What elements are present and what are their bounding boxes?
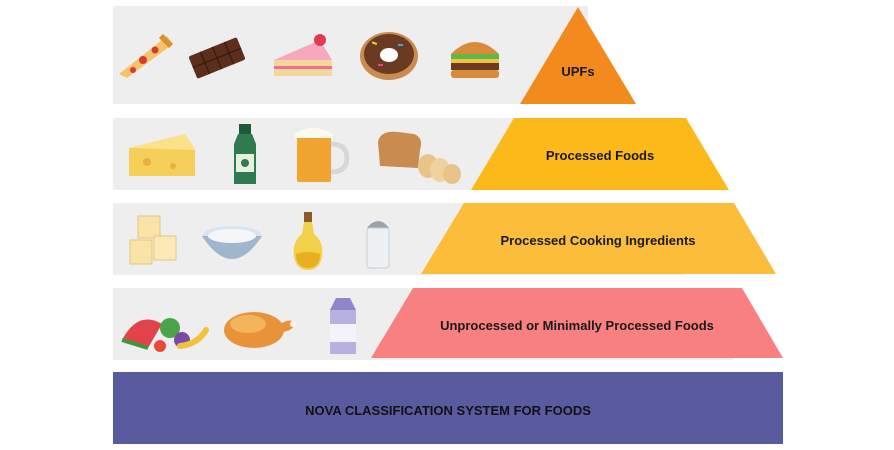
tier-label-unprocessed-foods: Unprocessed or Minimally Processed Foods bbox=[440, 318, 714, 333]
pizza-slice-icon bbox=[119, 34, 173, 78]
cake-slice-icon bbox=[274, 34, 332, 76]
chocolate-bar-icon bbox=[189, 37, 245, 79]
bowl-icon bbox=[202, 226, 262, 259]
salt-shaker-icon bbox=[366, 221, 390, 269]
tier-shape-upfs bbox=[520, 7, 636, 104]
milk-carton-icon bbox=[330, 298, 356, 354]
oil-bottle-icon bbox=[293, 212, 323, 270]
base-label: NOVA CLASSIFICATION SYSTEM FOR FOODS bbox=[305, 403, 591, 418]
tier-label-processed-cooking-ingredients: Processed Cooking Ingredients bbox=[500, 233, 696, 248]
nova-base-bar bbox=[113, 372, 783, 444]
butter-cubes-icon bbox=[129, 215, 177, 265]
burger-icon bbox=[451, 42, 499, 78]
roast-chicken-icon bbox=[224, 312, 296, 348]
bread-loaf-icon bbox=[378, 131, 461, 184]
donut-icon bbox=[360, 32, 418, 80]
tier-band-upfs bbox=[113, 6, 588, 104]
tier-label-upfs: UPFs bbox=[561, 64, 595, 79]
cheese-icon bbox=[129, 134, 195, 176]
sauce-bottle-icon bbox=[234, 124, 256, 184]
tier-label-processed-foods: Processed Foods bbox=[545, 148, 655, 163]
beer-mug-icon bbox=[295, 128, 349, 182]
tier-shape-processed-cooking-ingredients bbox=[421, 203, 776, 274]
tier-shape-unprocessed-foods bbox=[371, 288, 783, 358]
fruit-vegetables-icon bbox=[121, 318, 209, 352]
tier-shape-processed-foods bbox=[471, 118, 729, 190]
